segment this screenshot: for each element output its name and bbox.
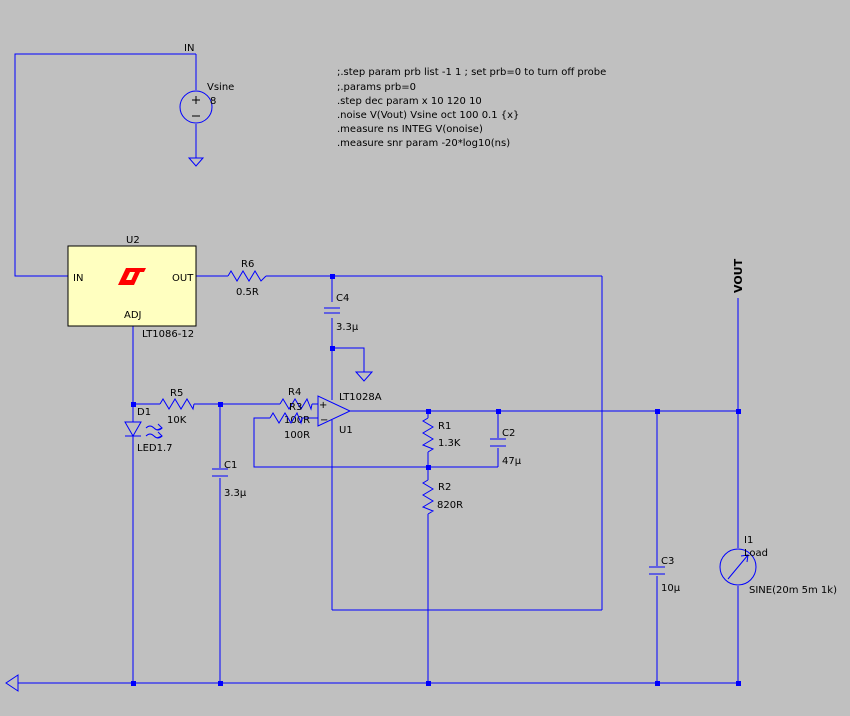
ground-symbol-vsine — [187, 157, 205, 167]
c3-name-label: C3 — [661, 556, 674, 567]
junction-dot — [736, 409, 741, 414]
d1-led[interactable] — [124, 421, 163, 439]
junction-dot — [131, 681, 136, 686]
junction-dot — [426, 409, 431, 414]
directive-line: ;.params prb=0 — [337, 82, 416, 93]
c3-value-label: 10µ — [661, 583, 681, 594]
junction-dot — [218, 402, 223, 407]
linear-technology-logo-icon — [118, 268, 146, 285]
r6-value-label: 0.5R — [236, 287, 259, 298]
c4-value-label: 3.3µ — [336, 322, 359, 333]
r4-value-label: 100R — [284, 415, 310, 426]
ground-symbol-c4 — [354, 371, 374, 382]
junction-dots — [131, 274, 741, 686]
vsine-source[interactable] — [179, 90, 213, 124]
opamp-plus-label: + — [319, 400, 327, 411]
u1-name-label: U1 — [339, 425, 353, 436]
junction-dot — [655, 409, 660, 414]
c2-value-label: 47µ — [502, 456, 522, 467]
r4-resistor[interactable] — [279, 397, 313, 411]
d1-name-label: D1 — [137, 407, 151, 418]
u2-body — [67, 245, 197, 327]
junction-dot — [426, 681, 431, 686]
r1-value-label: 1.3K — [438, 438, 461, 449]
directive-line: .measure snr param -20*log10(ns) — [337, 138, 510, 149]
junction-dot — [330, 346, 335, 351]
vsine-name-label: Vsine — [207, 82, 234, 93]
spice-directives: ;.step param prb list -1 1 ; set prb=0 t… — [337, 67, 606, 149]
r2-value-label: 820R — [437, 500, 463, 511]
junction-dot — [426, 465, 431, 470]
r2-resistor[interactable] — [421, 479, 435, 515]
r6-name-label: R6 — [241, 259, 254, 270]
r3-name-label: R3 — [289, 402, 302, 413]
vsine-value-label: 8 — [210, 96, 216, 107]
wires — [14, 53, 739, 684]
ground-rail-arrow — [5, 674, 19, 692]
r6-resistor[interactable] — [227, 270, 267, 282]
i1-type-label: Load — [744, 548, 768, 559]
r5-resistor[interactable] — [159, 398, 195, 411]
junction-dot — [330, 274, 335, 279]
directive-line: .noise V(Vout) Vsine oct 100 0.1 {x} — [337, 110, 519, 121]
directive-line: .step dec param x 10 120 10 — [337, 96, 482, 107]
directive-line: .measure ns INTEG V(onoise) — [337, 124, 483, 135]
junction-dot — [736, 681, 741, 686]
i1-name-label: I1 — [744, 535, 753, 546]
junction-dot — [131, 402, 136, 407]
c4-name-label: C4 — [336, 293, 349, 304]
r5-name-label: R5 — [170, 388, 183, 399]
vout-net-label: VOUT — [732, 258, 745, 293]
u1-opamp[interactable] — [317, 395, 352, 427]
u2-regulator[interactable] — [67, 245, 197, 327]
r5-value-label: 10K — [167, 415, 187, 426]
r4-name-label: R4 — [288, 387, 301, 398]
c1-value-label: 3.3µ — [224, 488, 247, 499]
opamp-minus-label: − — [320, 415, 328, 426]
directive-line: ;.step param prb list -1 1 ; set prb=0 t… — [337, 67, 606, 78]
c1-capacitor[interactable] — [212, 468, 228, 477]
u2-pin-in-label: IN — [73, 273, 83, 284]
r3-value-label: 100R — [284, 430, 310, 441]
r1-resistor[interactable] — [421, 417, 435, 453]
c2-capacitor[interactable] — [490, 438, 506, 447]
c3-capacitor[interactable] — [649, 566, 665, 575]
r1-name-label: R1 — [438, 421, 451, 432]
i1-current-source[interactable] — [719, 548, 757, 586]
u2-pin-adj-label: ADJ — [124, 310, 142, 321]
c4-capacitor[interactable] — [324, 307, 340, 314]
r3-resistor[interactable] — [269, 411, 303, 425]
u2-pin-out-label: OUT — [172, 273, 194, 284]
c1-name-label: C1 — [224, 460, 237, 471]
d1-value-label: LED1.7 — [137, 443, 173, 454]
u1-part-label: LT1028A — [339, 392, 382, 403]
junction-dot — [218, 681, 223, 686]
junction-dot — [655, 681, 660, 686]
c2-name-label: C2 — [502, 428, 515, 439]
junction-dot — [496, 409, 501, 414]
u2-name-label: U2 — [126, 235, 140, 246]
r2-name-label: R2 — [438, 482, 451, 493]
in-net-label: IN — [184, 43, 194, 54]
u2-part-label: LT1086-12 — [142, 329, 194, 340]
i1-value-label: SINE(20m 5m 1k) — [749, 585, 837, 596]
